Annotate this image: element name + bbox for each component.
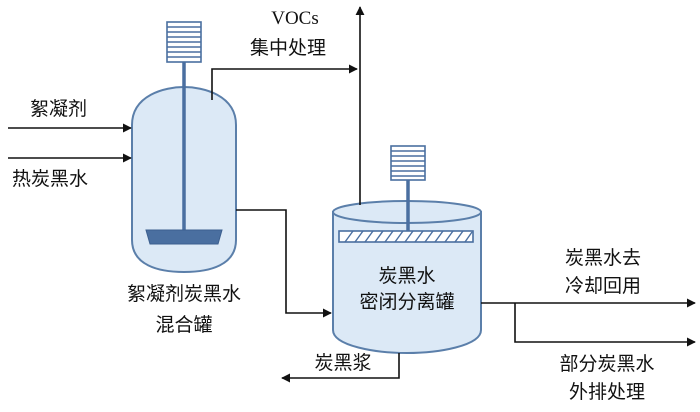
partial-discharge-label-line2: 外排处理 bbox=[569, 381, 645, 403]
hot-carbon-black-water-label: 热炭黑水 bbox=[12, 168, 88, 190]
mixing-to-separation-arrow bbox=[236, 209, 332, 318]
separation-tank-label-line1: 炭黑水 bbox=[378, 265, 435, 287]
flocculant-label: 絮凝剂 bbox=[30, 98, 87, 120]
cooling-reuse-label-line2: 冷却回用 bbox=[565, 275, 641, 297]
vocs-label-line1: VOCs bbox=[271, 8, 319, 29]
carbon-black-slurry-outlet-arrow bbox=[281, 353, 400, 383]
separation-tank bbox=[332, 145, 482, 355]
partial-discharge-label-line1: 部分炭黑水 bbox=[559, 353, 654, 375]
mixing-tank-motor-icon bbox=[166, 21, 202, 63]
mixing-tank-label-line1: 絮凝剂炭黑水 bbox=[127, 283, 241, 305]
mixing-tank bbox=[131, 21, 237, 274]
vocs-label-line2: 集中处理 bbox=[250, 37, 326, 59]
partial-discharge-outlet-arrow bbox=[514, 303, 696, 347]
separation-tank-label-line2: 密闭分离罐 bbox=[359, 291, 454, 313]
separation-tank-hatched-plate bbox=[338, 230, 474, 243]
carbon-black-slurry-label: 炭黑浆 bbox=[314, 352, 371, 374]
cooling-reuse-label-line1: 炭黑水去 bbox=[565, 247, 641, 269]
separation-tank-motor-icon bbox=[390, 145, 426, 181]
separation-tank-body bbox=[332, 211, 482, 355]
mixing-tank-label-line2: 混合罐 bbox=[155, 314, 212, 336]
vocs-from-mixing-tank-arrow bbox=[211, 64, 358, 100]
mixing-tank-agitator-paddle bbox=[145, 229, 223, 245]
